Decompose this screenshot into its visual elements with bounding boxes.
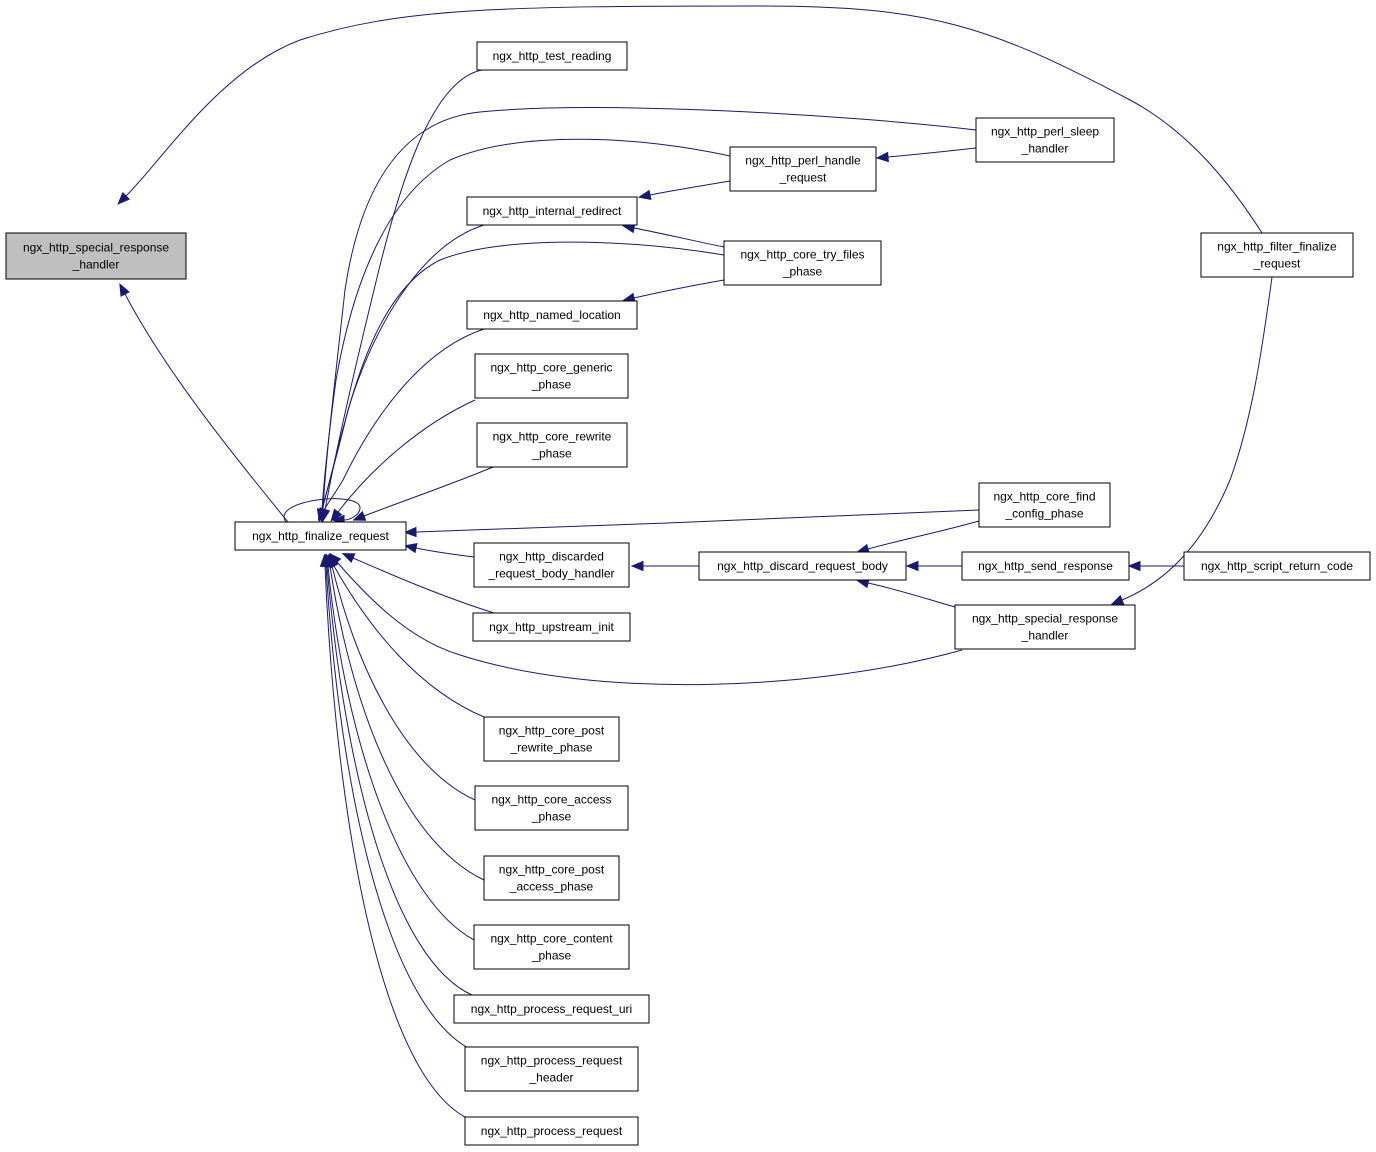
node-label: ngx_http_send_response [978, 559, 1113, 573]
node-test-reading[interactable]: ngx_http_test_reading [476, 41, 628, 71]
edge-filter_finalize-to-special2 [1110, 276, 1273, 605]
edge-perl_sleep-to-finalize [317, 107, 977, 523]
edge-send_response-to-discard_body [905, 560, 963, 572]
edge-perl_sleep-to-perl_handle [875, 147, 977, 163]
node-label: _rewrite_phase [509, 741, 592, 755]
node-perl-sleep[interactable]: ngx_http_perl_sleep _handler [975, 117, 1115, 163]
node-req-uri[interactable]: ngx_http_process_request_uri [453, 994, 650, 1024]
edge-find_config-to-discard_body [856, 520, 980, 554]
edge-filter_finalize-to-root [117, 5, 1263, 234]
node-upstream-init[interactable]: ngx_http_upstream_init [472, 612, 631, 642]
node-label: _handler [1021, 629, 1069, 643]
node-label: _request [779, 171, 827, 185]
node-label: _header [528, 1071, 573, 1085]
node-label: ngx_http_core_find [993, 490, 1095, 504]
node-script-return[interactable]: ngx_http_script_return_code [1183, 551, 1371, 581]
call-edges [117, 5, 1273, 1118]
node-req-header[interactable]: ngx_http_process_request _header [464, 1046, 639, 1092]
node-label: _access_phase [509, 880, 594, 894]
node-generic[interactable]: ngx_http_core_generic _phase [474, 353, 629, 399]
node-label: ngx_http_process_request [481, 1124, 623, 1138]
function-nodes: ngx_http_special_response_handlerngx_htt… [5, 41, 1371, 1146]
node-label: ngx_http_special_response [23, 241, 169, 255]
edge-discard_body-to-discarded [630, 560, 700, 572]
node-label: ngx_http_perl_sleep [991, 125, 1099, 139]
node-label: ngx_http_discard_request_body [717, 559, 888, 573]
edge-named_location-to-finalize [317, 328, 485, 521]
node-discard-body[interactable]: ngx_http_discard_request_body [698, 551, 907, 581]
node-label: ngx_http_finalize_request [252, 529, 389, 543]
node-label: ngx_http_process_request [481, 1054, 623, 1068]
node-label: ngx_http_core_content [490, 932, 613, 946]
edge-generic-to-finalize [330, 399, 476, 522]
node-label: ngx_http_core_rewrite [493, 430, 612, 444]
node-root[interactable]: ngx_http_special_response _handler [5, 232, 187, 280]
node-label: _handler [72, 258, 120, 272]
edge-discarded-to-finalize [403, 542, 475, 558]
node-content[interactable]: ngx_http_core_content _phase [473, 924, 630, 970]
edge-content-to-finalize [322, 553, 475, 941]
node-send-response[interactable]: ngx_http_send_response [961, 551, 1130, 581]
node-label: ngx_http_core_generic [490, 361, 612, 375]
node-label: ngx_http_core_post [499, 863, 605, 877]
edge-find_config-to-finalize [403, 509, 980, 538]
node-label: ngx_http_core_try_files [740, 248, 864, 262]
node-label: ngx_http_script_return_code [1201, 559, 1353, 573]
node-rewrite[interactable]: ngx_http_core_rewrite _phase [476, 422, 628, 468]
node-label: _phase [531, 378, 572, 392]
edge-special2-to-discard_body [856, 577, 956, 608]
node-label: ngx_http_named_location [483, 308, 620, 322]
node-label: ngx_http_core_access [491, 793, 611, 807]
edge-upstream_init-to-finalize [341, 553, 495, 614]
edge-internal_redirect-to-finalize [316, 224, 485, 522]
node-special2[interactable]: ngx_http_special_response _handler [954, 604, 1136, 650]
node-try-files[interactable]: ngx_http_core_try_files _phase [723, 240, 882, 286]
node-label: ngx_http_filter_finalize [1217, 240, 1337, 254]
node-discarded[interactable]: ngx_http_discarded _request_body_handler [473, 542, 630, 588]
node-label: ngx_http_discarded [499, 550, 604, 564]
node-internal-redirect[interactable]: ngx_http_internal_redirect [466, 196, 638, 226]
node-label: ngx_http_process_request_uri [471, 1002, 632, 1016]
node-label: ngx_http_core_post [499, 724, 605, 738]
node-label: ngx_http_upstream_init [489, 620, 614, 634]
node-label: _phase [531, 810, 572, 824]
node-label: _request [1253, 257, 1301, 271]
edge-script_return-to-send_response [1127, 560, 1185, 572]
node-label: ngx_http_perl_handle [745, 154, 861, 168]
node-perl-handle[interactable]: ngx_http_perl_handle _request [729, 146, 877, 192]
node-post-access[interactable]: ngx_http_core_post _access_phase [483, 855, 620, 901]
edge-perl_handle-to-internal_redirect [637, 180, 731, 201]
edge-req_header-to-finalize [320, 553, 473, 1051]
node-label: _phase [782, 265, 823, 279]
node-finalize[interactable]: ngx_http_finalize_request [234, 521, 407, 551]
node-label: _request_body_handler [487, 567, 614, 581]
node-label: _phase [531, 447, 572, 461]
node-process-request[interactable]: ngx_http_process_request [464, 1116, 639, 1146]
edge-post_access-to-finalize [324, 553, 485, 881]
node-label: _phase [531, 949, 572, 963]
node-label: ngx_http_test_reading [493, 49, 612, 63]
node-named-location[interactable]: ngx_http_named_location [466, 300, 638, 330]
node-label: _config_phase [1004, 507, 1083, 521]
node-access[interactable]: ngx_http_core_access _phase [474, 785, 629, 831]
edge-process_request-to-finalize [319, 553, 466, 1118]
node-post-rewrite[interactable]: ngx_http_core_post _rewrite_phase [483, 716, 620, 762]
node-filter-finalize[interactable]: ngx_http_filter_finalize _request [1200, 232, 1354, 278]
edge-try_files-to-internal_redirect [621, 222, 725, 248]
node-label: ngx_http_internal_redirect [483, 204, 622, 218]
edge-try_files-to-named_location [622, 279, 725, 304]
edge-finalize-to-root [119, 283, 289, 523]
node-label: ngx_http_special_response [972, 612, 1118, 626]
node-find-config[interactable]: ngx_http_core_find _config_phase [978, 482, 1111, 528]
edge-rewrite-to-finalize [352, 466, 494, 521]
node-label: _handler [1021, 142, 1069, 156]
